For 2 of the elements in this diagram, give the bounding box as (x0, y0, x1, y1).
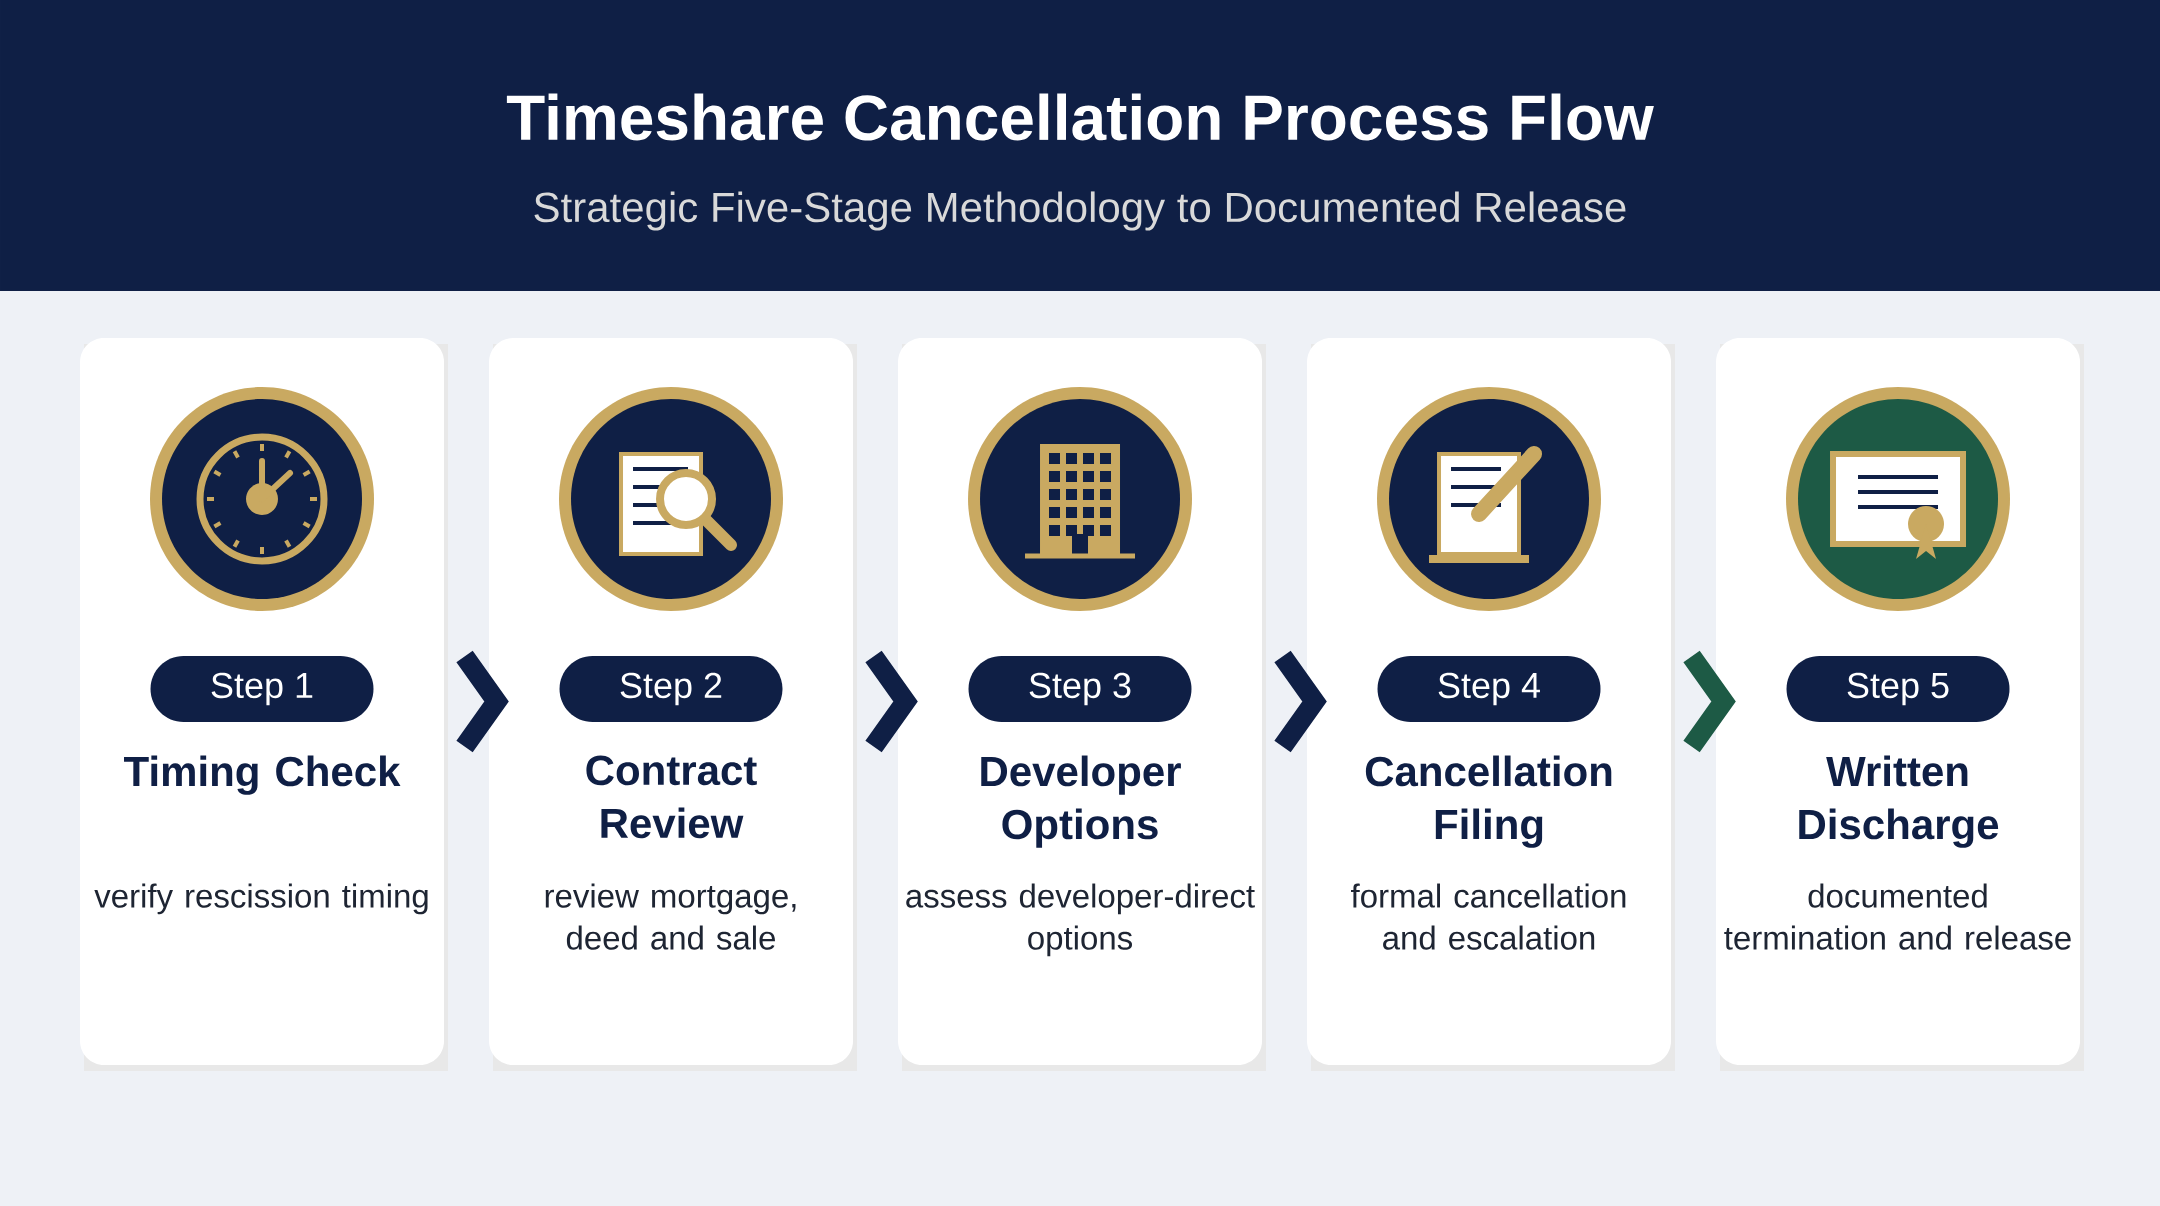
subtitle: Strategic Five-Stage Methodology to Documented Release (534, 191, 1626, 231)
title: Timeshare Cancellation Process Flow (506, 93, 1654, 141)
